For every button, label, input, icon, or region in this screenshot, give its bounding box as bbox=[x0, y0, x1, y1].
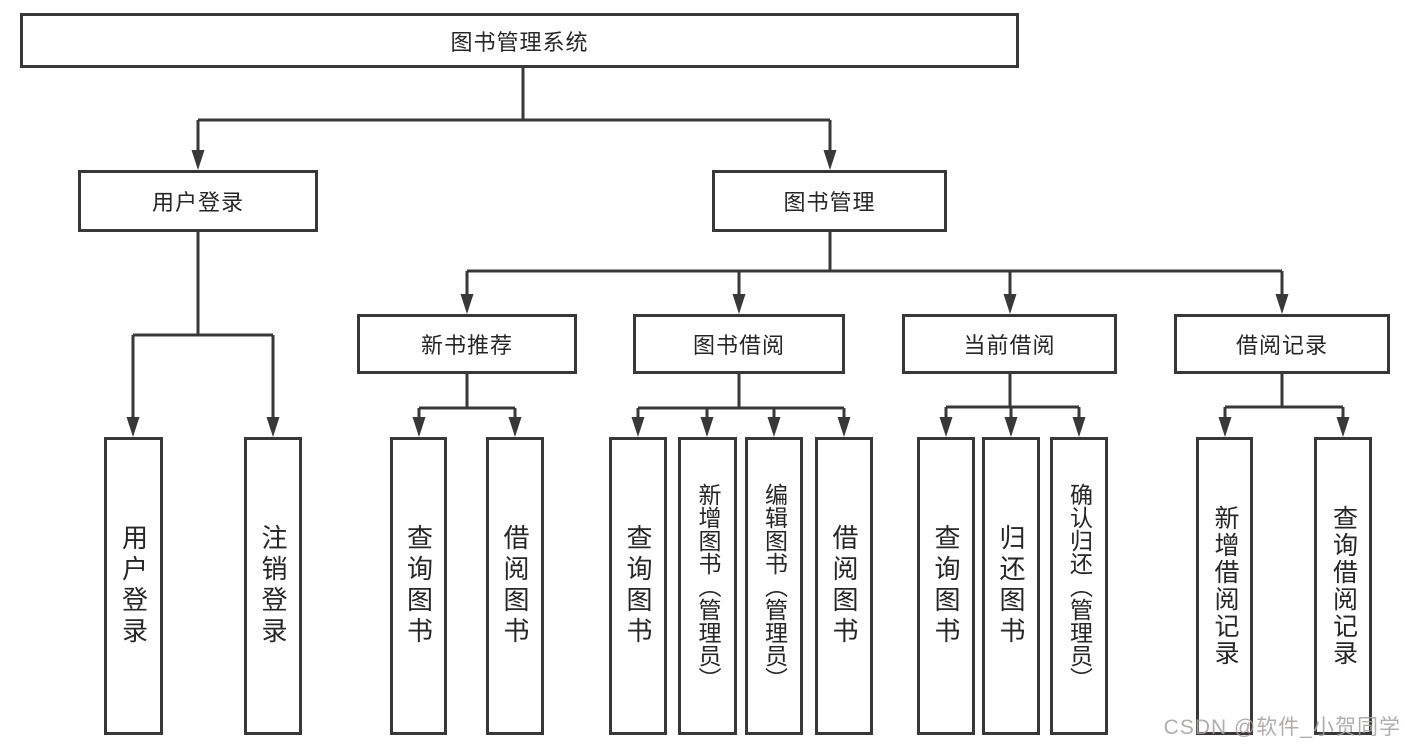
arrow-down-icon bbox=[266, 417, 280, 437]
node-new-book-recommend: 新书推荐 bbox=[357, 314, 577, 374]
node-leaf-edit-books-admin: 编辑图书（管理员） bbox=[745, 437, 803, 735]
node-leaf-confirm-return-admin: 确认归还（管理员） bbox=[1050, 437, 1108, 735]
connector-book-mgmt-children bbox=[465, 232, 1284, 296]
connector-new-book-children bbox=[417, 374, 517, 419]
connector-borrow-records-children bbox=[1223, 374, 1345, 419]
node-leaf-query-books-2: 查询图书 bbox=[609, 437, 667, 735]
arrowheads bbox=[126, 150, 1350, 437]
node-book-borrowing: 图书借阅 bbox=[633, 314, 845, 374]
arrow-down-icon bbox=[460, 294, 474, 314]
arrow-down-icon bbox=[1275, 294, 1289, 314]
node-current-borrowing: 当前借阅 bbox=[902, 314, 1117, 374]
node-user-login-branch: 用户登录 bbox=[78, 170, 318, 232]
node-leaf-user-login: 用户登录 bbox=[104, 437, 163, 735]
connector-book-borrow-children bbox=[636, 374, 846, 419]
node-book-management: 图书管理 bbox=[712, 170, 947, 232]
node-root-library-system: 图书管理系统 bbox=[20, 13, 1019, 68]
arrow-down-icon bbox=[508, 417, 522, 437]
connector-current-borrow-children bbox=[944, 374, 1081, 419]
node-leaf-add-books-admin: 新增图书（管理员） bbox=[678, 437, 737, 735]
arrow-down-icon bbox=[1003, 294, 1017, 314]
node-leaf-logout: 注销登录 bbox=[244, 437, 302, 735]
arrow-down-icon bbox=[191, 150, 205, 170]
connector-root-to-level2 bbox=[196, 68, 832, 152]
node-borrowing-records: 借阅记录 bbox=[1174, 314, 1390, 374]
arrow-down-icon bbox=[1336, 417, 1350, 437]
arrow-down-icon bbox=[767, 417, 781, 437]
node-leaf-borrow-books-1: 借阅图书 bbox=[486, 437, 544, 735]
arrow-down-icon bbox=[1004, 417, 1018, 437]
arrow-down-icon bbox=[823, 150, 837, 170]
node-leaf-query-books-3: 查询图书 bbox=[917, 437, 975, 735]
node-leaf-add-borrow-record: 新增借阅记录 bbox=[1196, 437, 1253, 735]
arrow-down-icon bbox=[732, 294, 746, 314]
arrow-down-icon bbox=[700, 417, 714, 437]
arrow-down-icon bbox=[1072, 417, 1086, 437]
arrow-down-icon bbox=[939, 417, 953, 437]
arrow-down-icon bbox=[837, 417, 851, 437]
arrow-down-icon bbox=[1218, 417, 1232, 437]
arrow-down-icon bbox=[412, 417, 426, 437]
node-leaf-borrow-books-2: 借阅图书 bbox=[815, 437, 873, 735]
node-leaf-query-books-1: 查询图书 bbox=[390, 437, 447, 735]
arrow-down-icon bbox=[126, 417, 140, 437]
node-leaf-return-books: 归还图书 bbox=[982, 437, 1040, 735]
csdn-watermark: CSDN @软件_小贺同学 bbox=[1163, 716, 1401, 739]
connector-user-login-children bbox=[131, 232, 275, 419]
node-leaf-query-borrow-record: 查询借阅记录 bbox=[1314, 437, 1372, 735]
arrow-down-icon bbox=[631, 417, 645, 437]
